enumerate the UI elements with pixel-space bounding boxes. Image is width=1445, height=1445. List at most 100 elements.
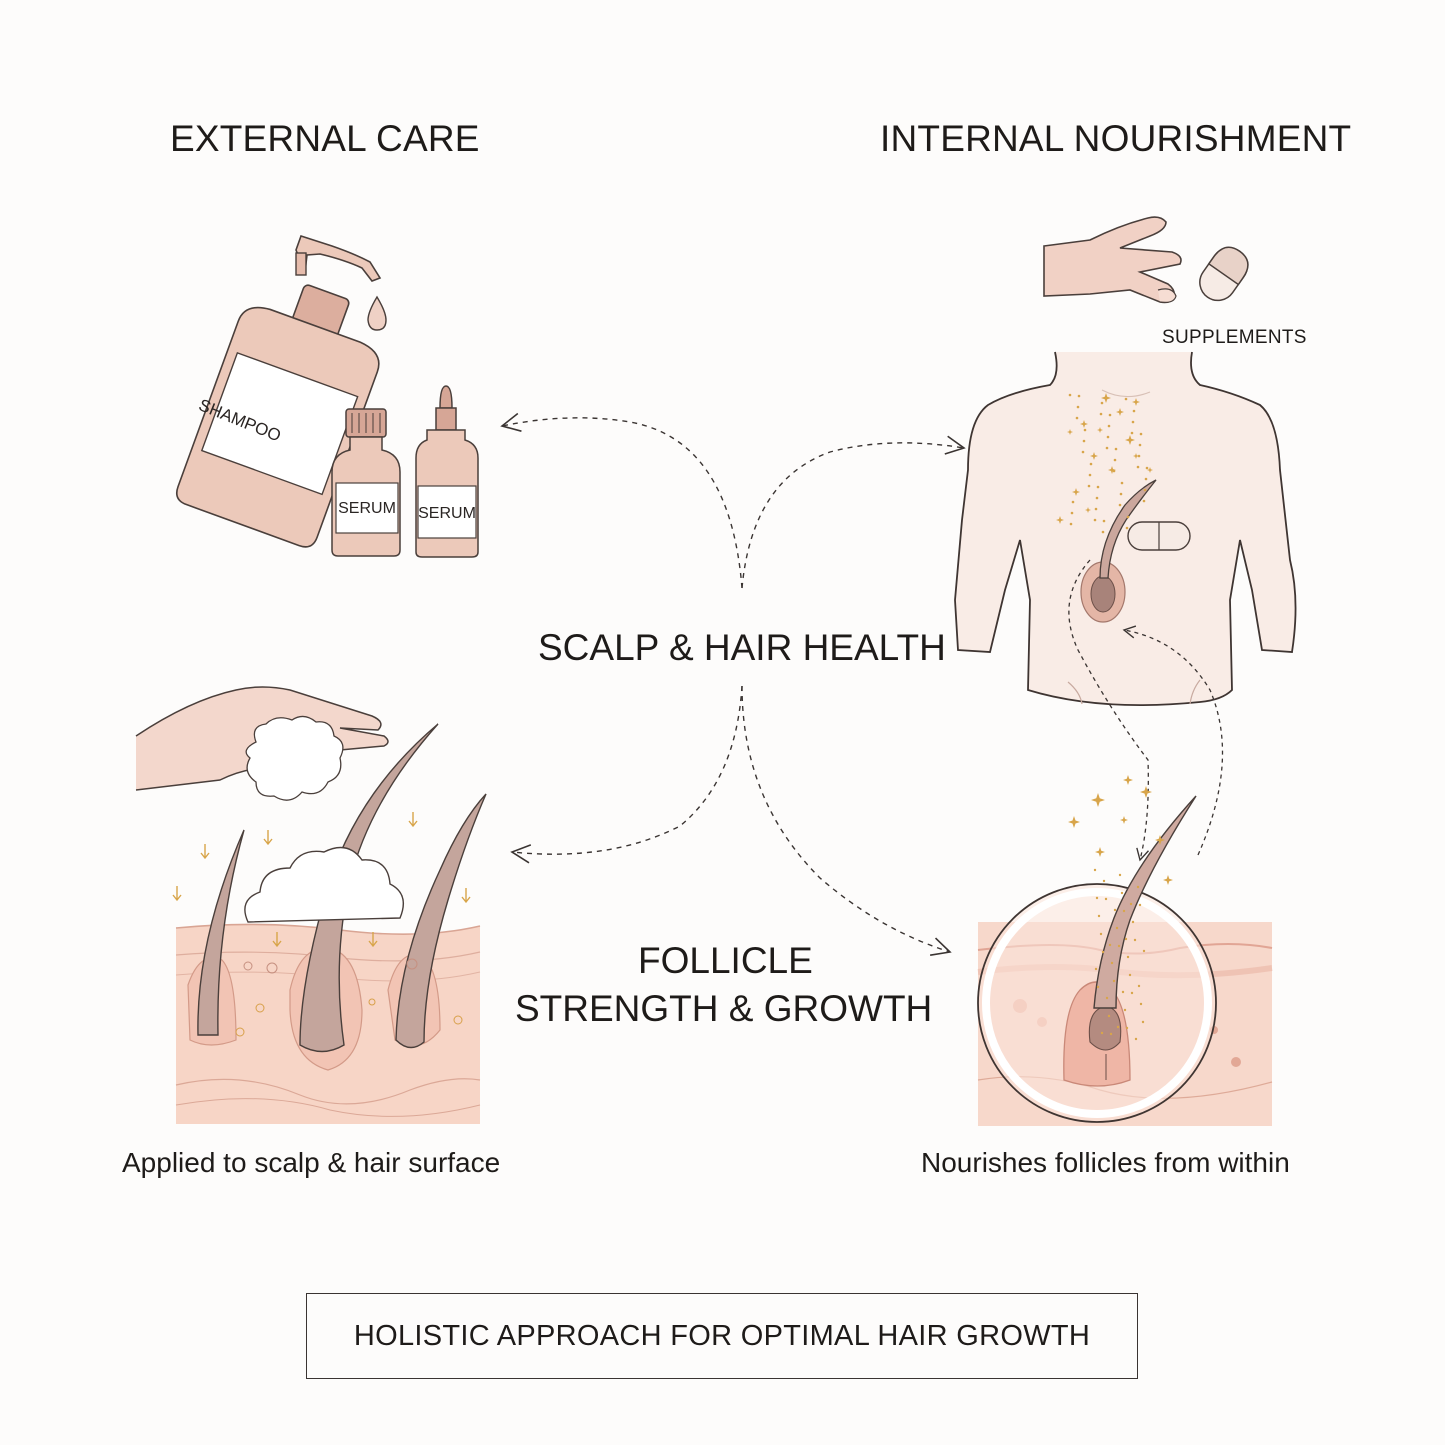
sparkle-dot	[1116, 1025, 1120, 1029]
sparkle-dot	[1096, 485, 1100, 489]
sparkle-dot	[1112, 979, 1116, 983]
sparkle-dot	[1069, 522, 1073, 526]
sparkle-dot	[1068, 393, 1072, 397]
sparkle-dot	[1128, 973, 1132, 977]
sparkle-dot	[1139, 1002, 1143, 1006]
external-care-heading: EXTERNAL CARE	[170, 118, 480, 159]
sparkle-dot	[1118, 873, 1122, 877]
sparkle-dot	[1141, 1020, 1145, 1024]
sparkle-dot	[1139, 432, 1143, 436]
sparkle-dot	[1137, 984, 1141, 988]
serum-dropper-icon	[415, 385, 479, 558]
sparkle-dot	[1130, 431, 1134, 435]
absorption-arrow	[461, 888, 471, 904]
absorption-arrows-icon	[172, 812, 471, 948]
sparkle-dot	[1112, 469, 1116, 473]
arrow-to-internal-bottom	[741, 685, 952, 956]
sparkle-dot	[1094, 967, 1098, 971]
sparkle-dot	[1113, 458, 1117, 462]
sparkle-dot	[1117, 944, 1121, 948]
arrow-to-external-top	[500, 412, 743, 589]
sparkle-dot	[1118, 503, 1122, 507]
sparkle-dot	[1101, 530, 1105, 534]
sparkle-icon	[1132, 398, 1140, 406]
sparkle-dot	[1115, 926, 1119, 930]
sparkle-dot	[1126, 955, 1130, 959]
sparkle-icon	[1085, 507, 1091, 513]
sparkle-dot	[1114, 447, 1118, 451]
arrow-to-external-bottom	[510, 685, 743, 864]
sparkle-dot	[1095, 496, 1099, 500]
sparkle-dot	[1108, 413, 1112, 417]
sparkle-dot	[1120, 481, 1124, 485]
sparkle-dot	[1124, 937, 1128, 941]
sparkle-dot	[1081, 450, 1085, 454]
sparkle-dot	[1071, 500, 1075, 504]
sparkle-dot	[1130, 991, 1134, 995]
sparkle-dot	[1123, 1008, 1127, 1012]
serum-label-2: SERUM	[418, 505, 476, 522]
sparkles-icon	[1056, 393, 1153, 534]
absorption-arrow	[368, 932, 378, 948]
sparkle-dot	[1093, 518, 1097, 522]
sparkle-dot	[1105, 446, 1109, 450]
sparkle-dot	[1097, 914, 1101, 918]
sparkle-dot	[1137, 454, 1141, 458]
sparkle-dot	[1122, 909, 1126, 913]
scalp-cross-section-icon	[175, 723, 487, 1124]
sparkle-icon	[1080, 420, 1088, 428]
sparkle-dot	[1102, 519, 1106, 523]
sparkle-dot	[1110, 961, 1114, 965]
sparkle-dot	[1093, 868, 1097, 872]
sparkle-dot	[1102, 879, 1106, 883]
supplements-label: SUPPLEMENTS	[1162, 327, 1307, 348]
sparkle-dot	[1124, 397, 1128, 401]
sparkle-dot	[1131, 420, 1135, 424]
sparkle-dot	[1126, 515, 1130, 519]
sparkle-dot	[1075, 416, 1079, 420]
sparkle-dot	[1109, 1032, 1113, 1036]
sparkle-icon	[1163, 875, 1173, 885]
sparkle-dot	[1142, 499, 1146, 503]
sparkle-icon	[1108, 466, 1116, 474]
sparkle-icon	[1116, 408, 1124, 416]
sparkle-icon	[1155, 835, 1165, 845]
sparkle-dot	[1105, 996, 1109, 1000]
sparkle-dot	[1136, 465, 1140, 469]
sparkle-dot	[1082, 439, 1086, 443]
follicle-magnified-icon	[977, 795, 1273, 1126]
sparkle-dot	[1136, 885, 1140, 889]
footer-banner: HOLISTIC APPROACH FOR OPTIMAL HAIR GROWT…	[306, 1293, 1138, 1379]
sparkle-icon	[1120, 816, 1128, 824]
sparkle-dot	[1138, 443, 1142, 447]
absorption-arrow	[263, 830, 273, 846]
sparkle-dot	[1113, 908, 1117, 912]
sparkle-dot	[1096, 985, 1100, 989]
sparkle-dot	[1132, 409, 1136, 413]
serum-bottle-icon	[331, 408, 401, 557]
sparkle-dot	[1125, 1026, 1129, 1030]
sparkle-dot	[1145, 466, 1149, 470]
external-caption: Applied to scalp & hair surface	[122, 1147, 501, 1178]
sparkle-icon	[1125, 435, 1135, 445]
sparkle-dot	[1070, 511, 1074, 515]
sparkle-icon	[1095, 847, 1105, 857]
arrow-to-internal-top	[741, 435, 966, 589]
arrow-torso-down	[1068, 559, 1150, 862]
sparkle-icon	[1056, 516, 1064, 524]
sparkle-icon	[1133, 453, 1139, 459]
follicle-label: FOLLICLE	[638, 940, 813, 981]
footer-text: HOLISTIC APPROACH FOR OPTIMAL HAIR GROWT…	[353, 1319, 1091, 1352]
sparkles-follicle-icon	[1068, 775, 1173, 1041]
sparkle-dot	[1100, 1031, 1104, 1035]
sparkle-dot	[1119, 492, 1123, 496]
serum-label-1: SERUM	[338, 500, 396, 517]
sparkle-icon	[1101, 393, 1111, 403]
sparkle-dot	[1129, 902, 1133, 906]
absorption-arrow	[172, 886, 182, 902]
sparkle-dot	[1101, 950, 1105, 954]
sparkle-dot	[1133, 938, 1137, 942]
sparkle-dot	[1121, 990, 1125, 994]
sparkle-dot	[1094, 507, 1098, 511]
sparkle-dot	[1077, 394, 1081, 398]
